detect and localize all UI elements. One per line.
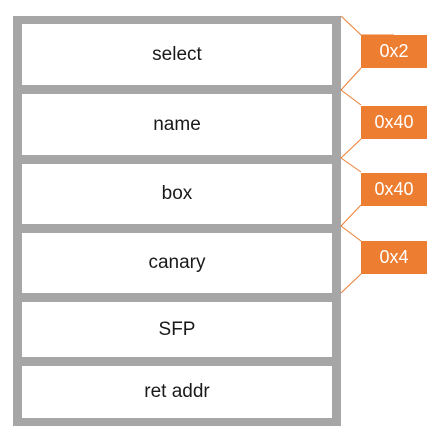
size-badge-select: 0x2 (361, 35, 427, 68)
stack-cell-ret-addr: ret addr (22, 366, 332, 418)
size-badge-label: 0x2 (379, 41, 409, 61)
connector-select-bottom (340, 67, 362, 91)
stack-cell-sfp: SFP (22, 302, 332, 357)
connector-name-bottom (340, 138, 362, 159)
stack-cell-box: box (22, 164, 332, 224)
connector-canary-bottom (340, 273, 362, 294)
size-badge-name: 0x40 (361, 106, 427, 139)
connector-box-bottom (340, 204, 362, 227)
stack-frame: select name box canary SFP ret addr (13, 16, 341, 426)
stack-cell-label: SFP (158, 318, 196, 340)
stack-cell-label: ret addr (144, 381, 210, 402)
size-badge-label: 0x40 (374, 112, 414, 132)
stack-cell-name: name (22, 94, 332, 155)
stack-cell-label: canary (148, 252, 206, 273)
size-badge-box: 0x40 (361, 173, 427, 206)
stack-cell-label: select (152, 43, 202, 65)
stack-cell-label: name (153, 113, 201, 135)
stack-cell-label: box (161, 183, 193, 204)
stack-cell-canary: canary (22, 233, 332, 293)
connector-select (340, 15, 394, 36)
stack-cell-select: select (22, 24, 332, 85)
connector-canary (340, 225, 362, 242)
connector-name (340, 89, 362, 106)
size-badge-canary: 0x4 (361, 241, 427, 274)
connector-box (340, 157, 362, 173)
size-badge-label: 0x40 (374, 179, 414, 199)
size-badge-label: 0x4 (379, 247, 409, 267)
